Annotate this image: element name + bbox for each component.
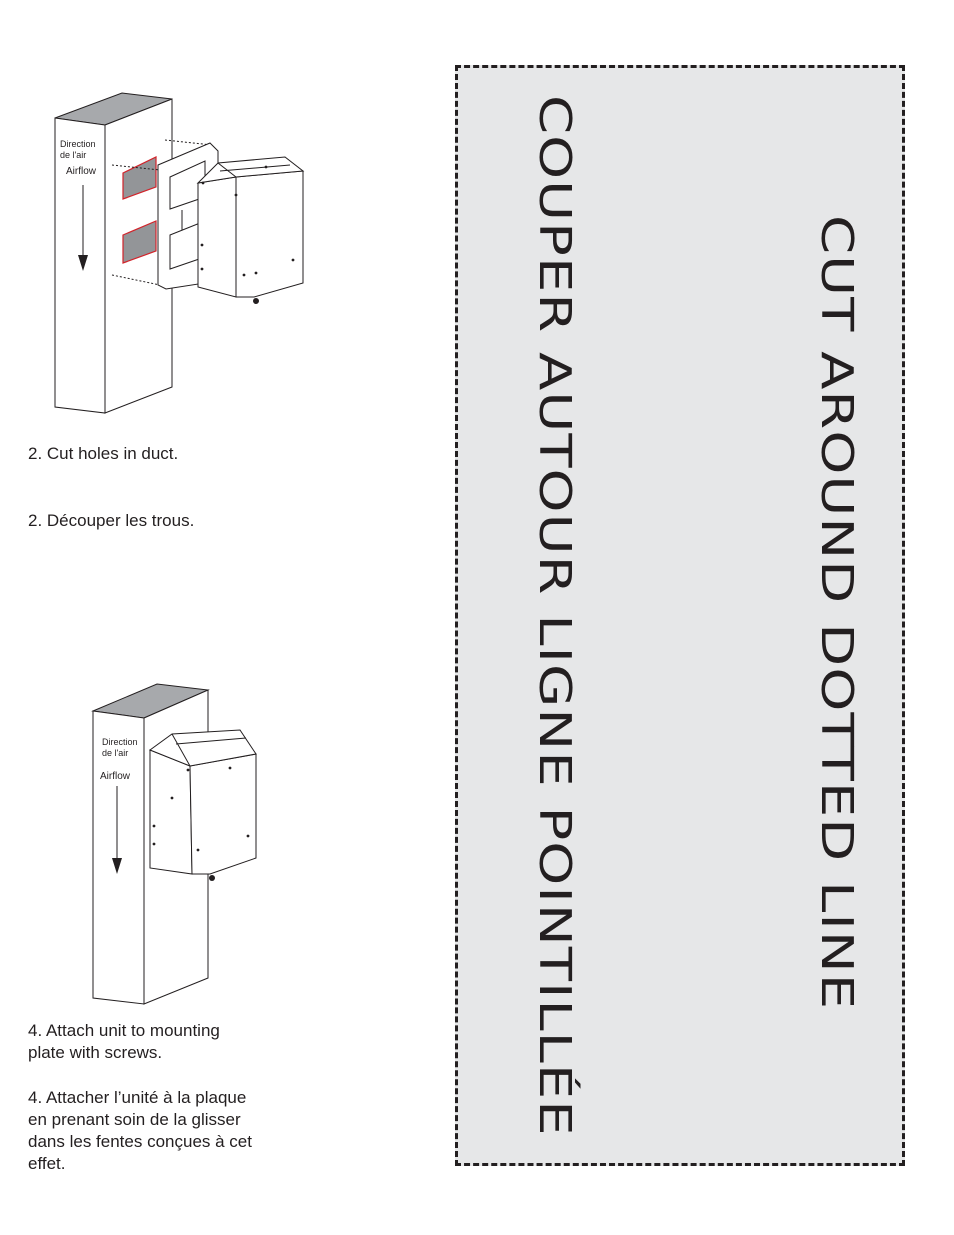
figure-unit-mounted-illustration (91, 683, 257, 1005)
label-line: de l'air (102, 748, 129, 758)
unit-screw (242, 273, 246, 277)
unit-foot (253, 298, 259, 304)
unit-screw (152, 824, 156, 828)
figure2-caption-fr: 4. Attacher l’unité à la plaque en prena… (28, 1087, 252, 1175)
figure2-label-en: Airflow (100, 771, 131, 782)
cut-instruction-fr: COUPER AUTOUR LIGNE POINTILLÉE (529, 95, 580, 1137)
unit-screw (246, 834, 250, 838)
unit-screw (200, 267, 204, 271)
airflow-arrow-icon (112, 858, 122, 874)
airflow-arrow-icon (78, 255, 88, 271)
caption-line: plate with screws. (28, 1043, 163, 1062)
unit-screw (264, 165, 268, 169)
cut-instruction-en: CUT AROUND DOTTED LINE (811, 215, 862, 1011)
unit-side (197, 176, 237, 298)
unit-lid-ridge (171, 733, 191, 767)
label-line: Direction (60, 139, 96, 149)
unit-screw (234, 193, 238, 197)
caption-line: effet. (28, 1154, 66, 1173)
duct-front-face (54, 117, 106, 414)
caption-line: en prenant soin de la glisser (28, 1110, 241, 1129)
unit-screw (228, 766, 232, 770)
duct-hole-lower (122, 220, 157, 264)
unit-lid (196, 156, 305, 184)
guide-line-bottom (111, 274, 161, 286)
caption-line: 4. Attacher l’unité à la plaque (28, 1088, 247, 1107)
unit-front (189, 753, 257, 875)
guide-line-top (111, 164, 161, 171)
unit-screw (186, 768, 190, 772)
cut-out-template (455, 65, 905, 1166)
figure2-caption-en: 4. Attach unit to mounting plate with sc… (28, 1020, 220, 1064)
unit-screw (200, 243, 204, 247)
figure1-label-en: Airflow (66, 166, 97, 177)
figure-cut-holes-illustration (54, 92, 305, 414)
unit-front (235, 170, 304, 298)
figure1-caption-en: 2. Cut holes in duct. (28, 444, 179, 463)
unit-screw (170, 796, 174, 800)
figure2-label-fr: Direction de l'air (102, 737, 138, 759)
label-line: de l'air (60, 150, 87, 160)
caption-line: dans les fentes conçues à cet (28, 1132, 252, 1151)
figure1-label-fr: Direction de l'air (60, 139, 96, 161)
figure1-caption-fr: 2. Découper les trous. (28, 511, 195, 530)
unit-screw (254, 271, 258, 275)
unit-foot (209, 875, 215, 881)
unit-side (149, 749, 193, 875)
duct-hole-upper (122, 156, 157, 200)
unit-screw (196, 848, 200, 852)
unit-screw (152, 842, 156, 846)
unit-screw (201, 181, 205, 185)
unit-screw (291, 258, 295, 262)
unit-lid-edge (175, 737, 247, 745)
label-line: Direction (102, 737, 138, 747)
unit-lid-edge (219, 164, 291, 172)
caption-line: 4. Attach unit to mounting (28, 1021, 220, 1040)
